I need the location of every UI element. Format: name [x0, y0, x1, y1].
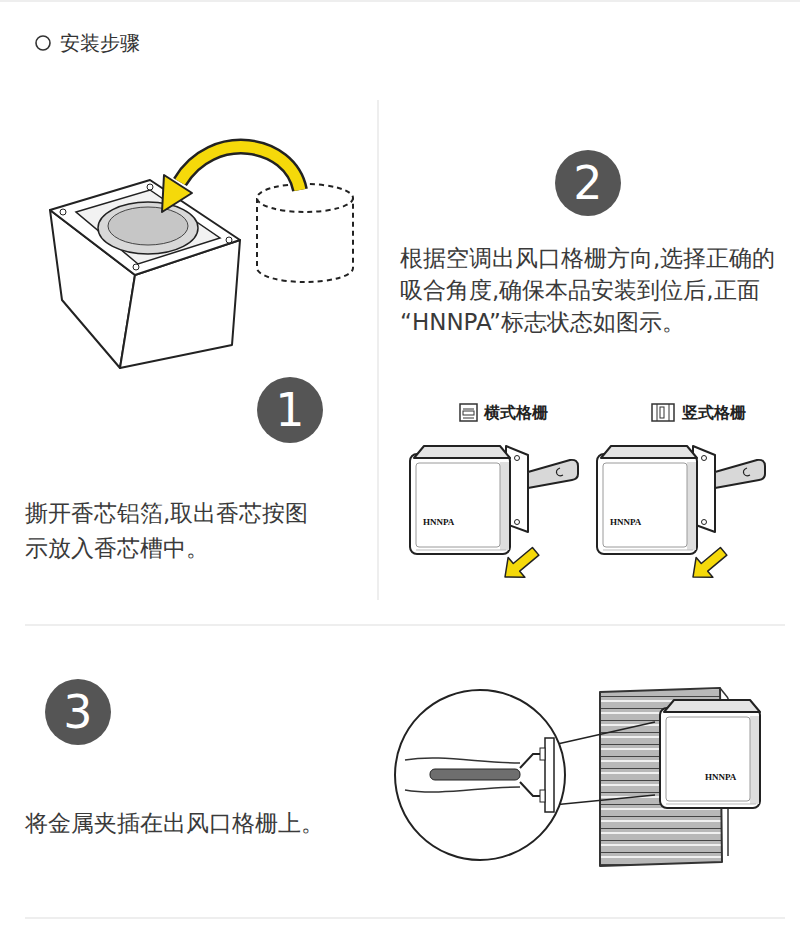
grille-type-label: 横式格栅	[484, 403, 548, 423]
callout-number: 3	[63, 689, 92, 735]
brand-logo: HNNPA	[423, 516, 454, 528]
callout-number: 2	[573, 160, 602, 206]
callout-number: 1	[275, 387, 304, 433]
brand-logo: HNNPA	[705, 771, 736, 783]
page-title: 安装步骤	[60, 29, 140, 57]
step-instruction: 根据空调出风口格栅方向,选择正确的吸合角度,确保本品安装到位后,正面“HNNPA…	[400, 242, 785, 338]
grille-type-label: 竖式格栅	[682, 403, 746, 423]
brand-logo: HNNPA	[610, 516, 641, 528]
step-instruction: 撕开香芯铝箔,取出香芯按图示放入香芯槽中。	[25, 496, 330, 566]
step-number-circle: 1	[257, 377, 323, 443]
step-number-circle: 2	[555, 150, 621, 216]
step-instruction: 将金属夹插在出风口格栅上。	[25, 806, 365, 841]
step-number-circle: 3	[45, 679, 111, 745]
